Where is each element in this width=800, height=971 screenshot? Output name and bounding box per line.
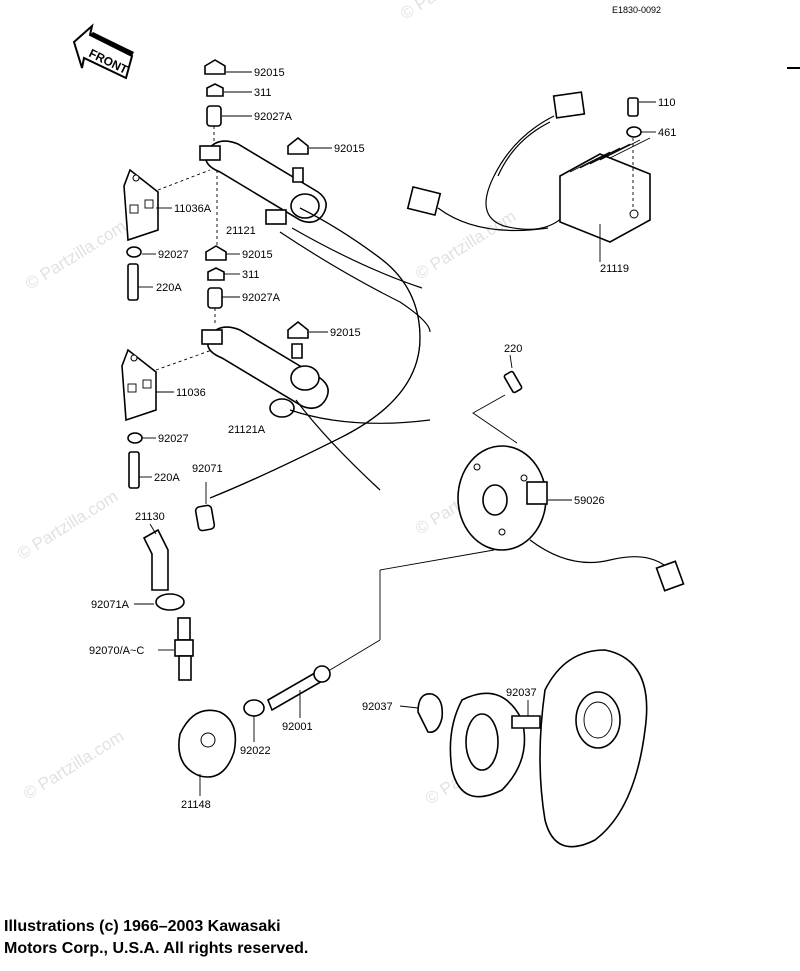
label-110: 110 xyxy=(658,97,676,109)
diagram-code: E1830-0092 xyxy=(612,5,661,15)
label-11036A: 11036A xyxy=(174,203,212,215)
copyright-notice: Illustrations (c) 1966–2003 Kawasaki Mot… xyxy=(4,916,604,960)
label-220A-b: 220A xyxy=(154,472,180,484)
watermark-1: © Partzilla.com xyxy=(397,0,504,23)
generator-cover xyxy=(399,649,648,848)
label-21130: 21130 xyxy=(135,511,165,523)
label-92037-a: 92037 xyxy=(362,701,393,713)
label-92001: 92001 xyxy=(282,721,313,733)
label-92015-a: 92015 xyxy=(254,67,285,79)
label-92070: 92070/A~C xyxy=(89,645,144,657)
watermark-4: © Partzilla.com xyxy=(14,487,121,564)
copyright-line-1: Illustrations (c) 1966–2003 Kawasaki xyxy=(4,918,281,935)
label-92015-b: 92015 xyxy=(334,143,365,155)
label-21119: 21119 xyxy=(600,263,629,275)
regulator-rectifier xyxy=(406,91,656,262)
label-92015-c: 92015 xyxy=(242,249,273,261)
label-92027A-a: 92027A xyxy=(254,111,293,123)
label-92027-b: 92027 xyxy=(158,433,189,445)
label-92071A: 92071A xyxy=(91,599,130,611)
label-311-a: 311 xyxy=(254,87,272,99)
label-92037-b: 92037 xyxy=(506,687,537,699)
front-arrow-icon: FRONT xyxy=(72,23,134,80)
label-92027A-b: 92027A xyxy=(242,292,281,304)
label-11036: 11036 xyxy=(176,387,206,399)
copyright-line-2: Motors Corp., U.S.A. All rights reserved… xyxy=(4,940,309,957)
timing-rotor-bolt xyxy=(178,665,331,796)
part-labels: 92015 311 92027A 92015 11036A 21121 9202… xyxy=(89,67,676,811)
label-92015-d: 92015 xyxy=(330,327,361,339)
label-92022: 92022 xyxy=(240,745,271,757)
pickup-stator xyxy=(319,354,685,677)
label-92071: 92071 xyxy=(192,463,223,475)
upper-ignition-coil xyxy=(123,59,431,499)
label-21121A: 21121A xyxy=(228,424,266,436)
label-59026: 59026 xyxy=(574,495,605,507)
watermark-2: © Partzilla.com xyxy=(22,217,129,294)
watermark-3: © Partzilla.com xyxy=(412,207,519,284)
lower-ignition-coil xyxy=(121,245,431,681)
label-21148: 21148 xyxy=(181,799,211,811)
label-311-b: 311 xyxy=(242,269,260,281)
watermark-6: © Partzilla.com xyxy=(20,727,127,804)
label-92027-a: 92027 xyxy=(158,249,189,261)
label-220: 220 xyxy=(504,343,522,355)
label-220A-a: 220A xyxy=(156,282,182,294)
label-21121: 21121 xyxy=(226,225,256,237)
label-461: 461 xyxy=(658,127,676,139)
